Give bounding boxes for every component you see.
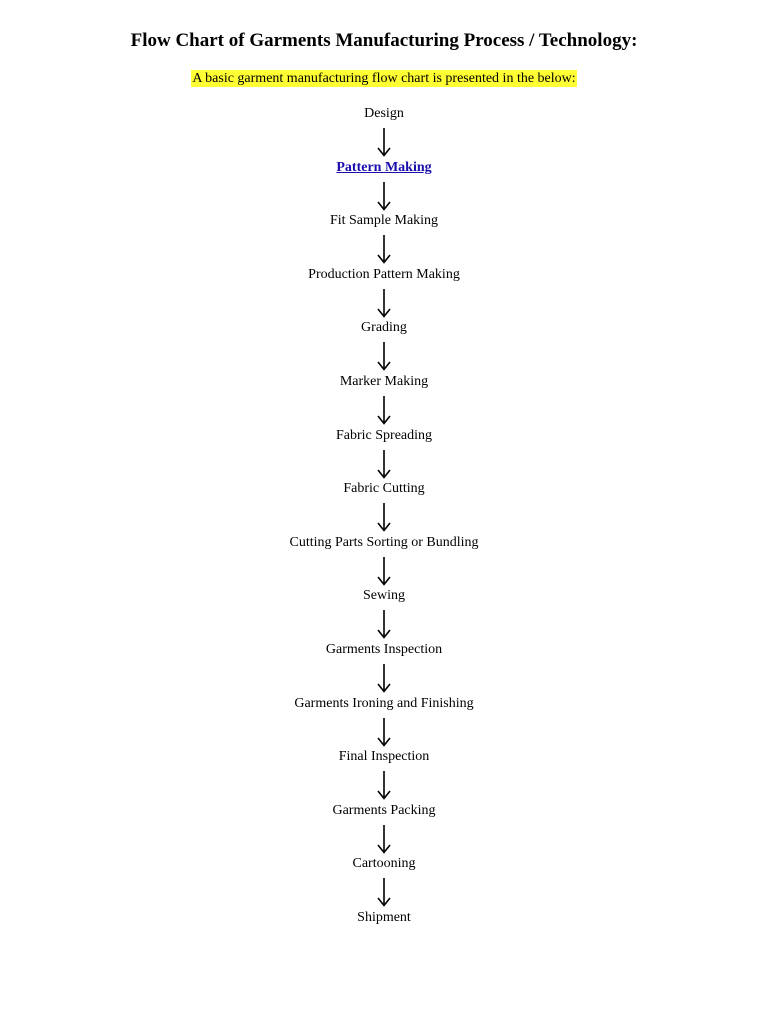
down-arrow-icon [377,288,391,318]
intro-highlighted-text: A basic garment manufacturing flow chart… [191,70,577,87]
flow-step-12: Garments Ironing and Finishing [0,693,768,747]
flow-step-label: Sewing [363,588,405,604]
flow-step-5: Grading [0,317,768,372]
flow-step-label: Cutting Parts Sorting or Bundling [289,534,479,550]
flow-step-14: Garments Packing [0,800,768,854]
flow-step-1: Design [0,103,768,157]
down-arrow-icon [377,824,391,854]
down-arrow-icon [377,342,391,372]
flow-step-label: Final Inspection [338,749,430,765]
flow-step-8: Fabric Cutting [0,478,768,532]
flow-step-7: Fabric Spreading [0,425,768,479]
flow-step-9: Cutting Parts Sorting or Bundling [0,532,768,586]
flow-step-link[interactable]: Pattern Making [336,159,432,175]
flow-step-label: Fabric Spreading [335,427,433,443]
flow-step-15: Cartooning [0,853,768,908]
flow-step-2: Pattern Making [0,157,768,211]
flow-step-label: Design [364,106,404,121]
down-arrow-icon [377,663,391,693]
down-arrow-icon [377,235,391,264]
down-arrow-icon [377,771,391,800]
intro-paragraph: A basic garment manufacturing flow chart… [0,68,768,89]
flow-step-label: Production Pattern Making [308,266,460,282]
flow-step-label: Fit Sample Making [329,213,439,229]
down-arrow-icon [377,449,391,479]
down-arrow-icon [377,395,391,425]
manufacturing-flow-chart: Design Pattern Making Fit Sample Making … [0,103,768,961]
down-arrow-icon [377,556,391,586]
flow-step-16: Shipment [0,907,768,961]
flow-step-10: Sewing [0,585,768,640]
down-arrow-icon [377,181,391,211]
flow-step-label: Garments Inspection [325,641,443,657]
flow-step-4: Production Pattern Making [0,264,768,318]
flow-step-label: Garments Ironing and Finishing [294,695,474,711]
flow-step-label: Shipment [357,909,411,925]
flow-step-label: Fabric Cutting [343,481,425,497]
down-arrow-icon [377,878,391,908]
flow-step-13: Final Inspection [0,746,768,800]
flow-step-label: Cartooning [352,856,416,872]
flow-step-3: Fit Sample Making [0,210,768,264]
down-arrow-icon [377,128,391,157]
down-arrow-icon [377,717,391,747]
flow-step-11: Garments Inspection [0,639,768,693]
flow-step-label: Garments Packing [332,802,436,818]
page-title: Flow Chart of Garments Manufacturing Pro… [130,30,638,51]
flow-step-label: Grading [361,320,407,336]
down-arrow-icon [377,503,391,532]
flow-step-label: Marker Making [339,373,429,389]
flow-step-6: Marker Making [0,371,768,425]
down-arrow-icon [377,610,391,640]
